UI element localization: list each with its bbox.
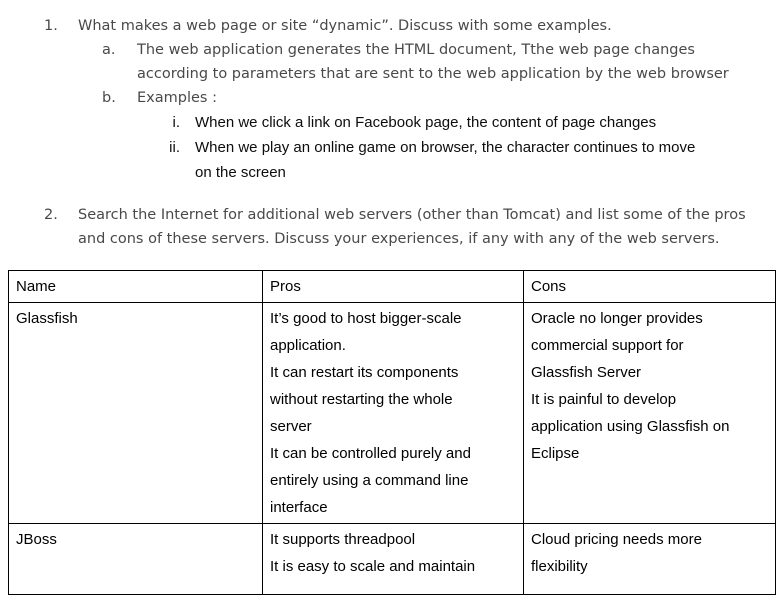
column-header-name: Name xyxy=(8,270,263,303)
column-header-cons: Cons xyxy=(523,270,776,303)
item-1b-ii-text: When we play an online game on browser, … xyxy=(195,135,784,185)
list-marker-1a: a. xyxy=(102,42,116,58)
list-item-1b-ii: ii. When we play an online game on brows… xyxy=(0,135,784,185)
question-2-text: Search the Internet for additional web s… xyxy=(78,203,784,251)
list-marker-1b: b. xyxy=(102,90,116,106)
cell-server-name: JBoss xyxy=(8,523,263,595)
cell-server-pros: It supports threadpool It is easy to sca… xyxy=(262,523,524,595)
cons-line: Glassfish Server xyxy=(531,364,642,381)
question-2-line-2: and cons of these servers. Discuss your … xyxy=(78,231,720,247)
table-row: Glassfish It’s good to host bigger-scale… xyxy=(8,302,776,524)
document-body: 1. What makes a web page or site “dynami… xyxy=(0,0,784,251)
cell-server-pros: It’s good to host bigger-scale applicati… xyxy=(262,302,524,524)
pros-line: server xyxy=(270,418,312,435)
paragraph-spacer xyxy=(0,185,784,203)
item-1b-text: Examples : xyxy=(137,90,217,106)
pros-line: It’s good to host bigger-scale xyxy=(270,310,462,327)
question-2-line-1: Search the Internet for additional web s… xyxy=(78,207,746,223)
list-item-question-2: 2. Search the Internet for additional we… xyxy=(0,203,784,251)
pros-line: entirely using a command line xyxy=(270,472,469,489)
question-1-text: What makes a web page or site “dynamic”.… xyxy=(78,18,612,34)
cons-line: Eclipse xyxy=(531,445,580,462)
cons-line: Oracle no longer provides xyxy=(531,310,703,327)
cell-server-cons: Oracle no longer provides commercial sup… xyxy=(523,302,776,524)
web-servers-table-container: Name Pros Cons Glassfish It’s good to ho… xyxy=(8,270,776,595)
list-item-1a: a. The web application generates the HTM… xyxy=(0,38,784,86)
pros-line: without restarting the whole xyxy=(270,391,453,408)
web-servers-table: Name Pros Cons Glassfish It’s good to ho… xyxy=(8,270,776,595)
table-header-row: Name Pros Cons xyxy=(8,270,776,303)
pros-line: application. xyxy=(270,337,346,354)
list-marker-1b-ii: ii. xyxy=(169,139,180,156)
cons-line: Cloud pricing needs more xyxy=(531,531,702,548)
top-spacer xyxy=(0,0,784,14)
column-header-pros: Pros xyxy=(262,270,524,303)
list-item-1b-i: i. When we click a link on Facebook page… xyxy=(0,110,784,135)
list-marker-1b-i: i. xyxy=(172,114,181,131)
cons-line: flexibility xyxy=(531,558,588,575)
list-item-1b: b. Examples : xyxy=(0,86,784,110)
item-1b-ii-line-2: on the screen xyxy=(195,164,286,181)
pros-line: It supports threadpool xyxy=(270,531,416,548)
cons-line: It is painful to develop xyxy=(531,391,677,408)
list-item-question-1: 1. What makes a web page or site “dynami… xyxy=(0,14,784,38)
cons-line: commercial support for xyxy=(531,337,684,354)
item-1a-line-1: The web application generates the HTML d… xyxy=(137,42,695,58)
item-1b-ii-line-1: When we play an online game on browser, … xyxy=(195,139,696,156)
item-1a-text: The web application generates the HTML d… xyxy=(137,38,784,86)
item-1a-line-2: according to parameters that are sent to… xyxy=(137,66,729,82)
cell-server-cons: Cloud pricing needs more flexibility xyxy=(523,523,776,595)
item-1b-i-text: When we click a link on Facebook page, t… xyxy=(195,114,657,131)
list-marker-1: 1. xyxy=(44,18,58,34)
table-row: JBoss It supports threadpool It is easy … xyxy=(8,523,776,595)
cell-server-name: Glassfish xyxy=(8,302,263,524)
list-marker-2: 2. xyxy=(44,207,58,223)
pros-line: It can be controlled purely and xyxy=(270,445,471,462)
pros-line: It can restart its components xyxy=(270,364,459,381)
cons-line: application using Glassfish on xyxy=(531,418,730,435)
pros-line: interface xyxy=(270,499,328,516)
pros-line: It is easy to scale and maintain xyxy=(270,558,476,575)
